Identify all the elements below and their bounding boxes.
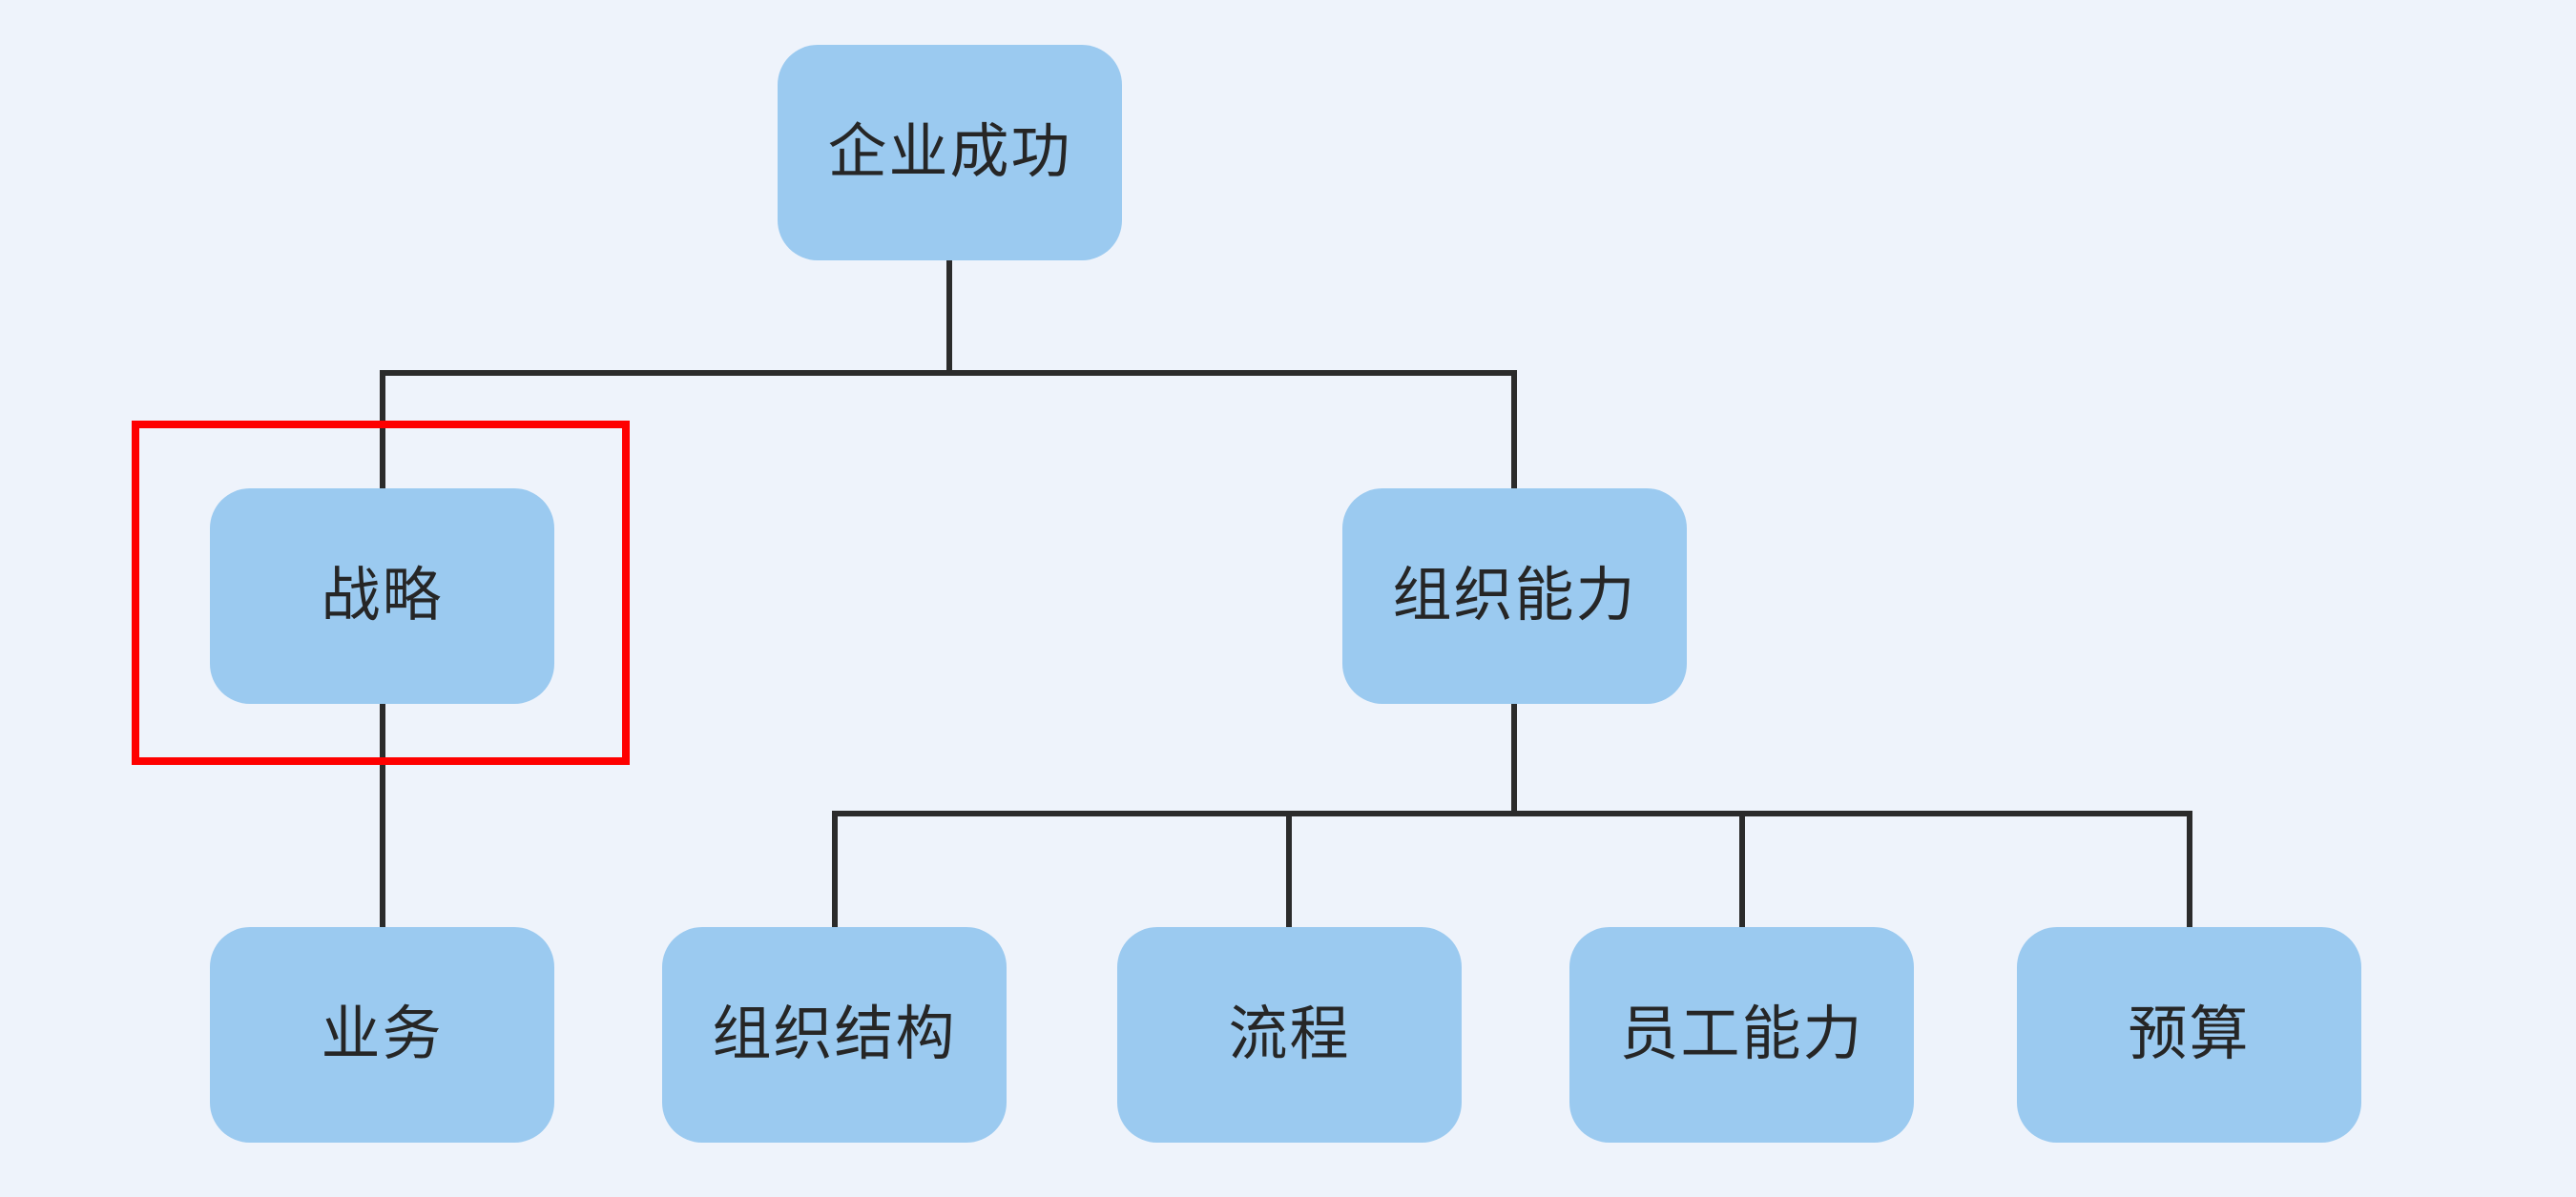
connector-line-vertical — [380, 373, 385, 488]
node-root[interactable]: 企业成功 — [778, 45, 1122, 260]
node-process[interactable]: 流程 — [1117, 927, 1462, 1143]
node-label: 战略 — [321, 563, 444, 629]
node-label: 预算 — [2128, 1001, 2251, 1067]
connector-line-vertical — [1511, 704, 1517, 816]
node-label: 员工能力 — [1619, 1001, 1864, 1067]
connector-line-vertical — [1286, 814, 1292, 927]
node-org-capability[interactable]: 组织能力 — [1342, 488, 1687, 704]
connector-line-horizontal — [380, 370, 1517, 376]
node-business[interactable]: 业务 — [210, 927, 554, 1143]
node-budget[interactable]: 预算 — [2017, 927, 2361, 1143]
node-label: 组织结构 — [712, 1001, 957, 1067]
node-label: 企业成功 — [827, 119, 1072, 185]
connector-line-vertical — [1739, 814, 1745, 927]
node-label: 业务 — [321, 1001, 444, 1067]
connector-line-vertical — [380, 704, 385, 927]
node-org-structure[interactable]: 组织结构 — [662, 927, 1007, 1143]
node-label: 组织能力 — [1392, 563, 1637, 629]
node-staff-capability[interactable]: 员工能力 — [1569, 927, 1914, 1143]
connector-line-vertical — [832, 814, 838, 927]
connector-line-vertical — [2187, 814, 2192, 927]
connector-line-horizontal — [832, 811, 2192, 816]
connector-line-vertical — [1511, 373, 1517, 488]
node-strategy[interactable]: 战略 — [210, 488, 554, 704]
connector-line-vertical — [946, 260, 952, 376]
node-label: 流程 — [1228, 1001, 1351, 1067]
